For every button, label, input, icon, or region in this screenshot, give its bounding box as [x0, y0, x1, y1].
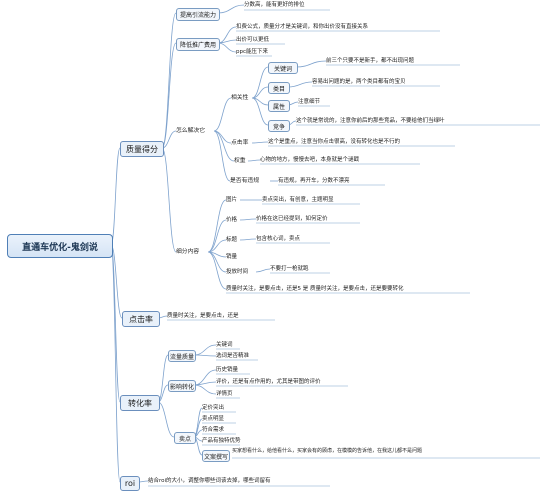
- node-rel-attr[interactable]: 属性: [268, 100, 290, 112]
- connector-line: [193, 369, 217, 386]
- leaf-rel-attr: 注意细节: [298, 99, 321, 105]
- connector-line: [161, 12, 177, 149]
- leaf-rel-keyword: 前三个只要不是新手，都不出现问题: [326, 58, 415, 64]
- leaf-raise: 分数高，能有更好的排位: [244, 2, 305, 8]
- leaf-d-title: 包含核心词，卖点: [256, 236, 301, 242]
- leaf-influence-2: 评价，还是有点作用的，尤其是带图的评价: [216, 379, 321, 385]
- connector-line: [217, 39, 237, 44]
- node-rel-compete[interactable]: 竞争: [268, 120, 290, 132]
- node-d-summary[interactable]: 质量时关注，是要点击，还是5 是 质量时关注，是要点击，还是要要转化: [226, 286, 404, 292]
- branch-roi[interactable]: roi: [120, 476, 140, 491]
- connector-line: [193, 344, 217, 356]
- node-how-to-solve[interactable]: 怎么解决它: [176, 128, 205, 134]
- connector-line: [239, 238, 257, 241]
- leaf-click: 这个是重点，注意当你点击很高，没有转化也是不行的: [268, 139, 401, 145]
- connector-line: [251, 97, 269, 126]
- leaf-selling-4: 产品有独特优势: [202, 438, 241, 444]
- leaf-copywriting: 买家想看什么，给他看什么，买家会有的顾虑，在模模的告诉他，在我这儿都不是问题: [232, 448, 423, 454]
- branch-click-rate[interactable]: 点击率: [122, 311, 160, 327]
- node-copywriting[interactable]: 文案撰写: [202, 450, 230, 462]
- connector-line: [295, 60, 327, 68]
- node-click[interactable]: 点击率: [231, 140, 249, 146]
- node-rel-category[interactable]: 类目: [268, 82, 290, 94]
- connector-line: [207, 251, 227, 290]
- connector-line: [251, 86, 269, 99]
- leaf-weight: 心物的地方，慢慢去吧，本身就是个谜戳: [260, 157, 360, 163]
- node-d-time[interactable]: 投放时间: [226, 269, 249, 275]
- connector-line: [207, 219, 227, 253]
- leaf-influence-3: 详情页: [216, 391, 233, 397]
- leaf-reduce-3: ppc能压下来: [236, 49, 269, 55]
- branch-quality-score[interactable]: 质量得分: [120, 141, 164, 157]
- node-raise-traffic[interactable]: 提高引流能力: [176, 8, 220, 21]
- leaf-violation: 有违规，再开车，分数不漂亮: [278, 178, 350, 184]
- node-weight[interactable]: 权重: [234, 158, 246, 164]
- node-d-title[interactable]: 标题: [226, 237, 238, 243]
- leaf-rel-compete: 这个就是常说的，注意你前后的那些竞品，不要给他们当绿叶: [296, 118, 445, 124]
- connector-line: [161, 147, 177, 253]
- connector-line: [207, 199, 227, 253]
- connector-line: [217, 26, 237, 44]
- connector-line: [217, 42, 237, 53]
- leaf-ctr: 质量时关注，是要点击，还是: [167, 313, 239, 319]
- node-traffic-quality[interactable]: 流量质量: [168, 350, 196, 362]
- connector-line: [287, 81, 313, 88]
- connector-line: [239, 218, 257, 221]
- leaf-roi: 结合roi的大小，调整你哪些词该去掉，哪些词留有: [148, 478, 271, 484]
- connector-line: [193, 381, 217, 386]
- leaf-reduce-1: 扣费公式，质量分才是关键词，和你出价没有直接关系: [236, 24, 369, 30]
- connector-line: [193, 384, 217, 395]
- node-rel-keyword[interactable]: 关键词: [268, 62, 298, 74]
- connector-line: [110, 147, 121, 246]
- connector-line: [255, 268, 271, 273]
- node-detail-content[interactable]: 细分内容: [176, 249, 200, 255]
- connector-line: [207, 239, 227, 253]
- node-reduce-cost[interactable]: 降低推广费用: [176, 38, 220, 51]
- leaf-selling-1: 定价突出: [202, 405, 225, 411]
- connector-line: [217, 4, 245, 14]
- leaf-reduce-2: 出价可以更低: [236, 37, 270, 43]
- leaf-traffic-1: 关键词: [216, 342, 233, 348]
- connector-line: [251, 141, 269, 144]
- connector-line: [157, 354, 169, 403]
- branch-conversion-rate[interactable]: 转化率: [120, 395, 160, 411]
- leaf-selling-2: 卖点明显: [202, 416, 225, 422]
- node-d-image[interactable]: 图片: [226, 197, 238, 203]
- root-node[interactable]: 直通车优化-鬼剑说: [7, 234, 113, 258]
- leaf-influence-1: 历史销量: [216, 367, 239, 373]
- leaf-rel-category: 容易出问题的是，两个类目都有的宝贝: [312, 79, 406, 85]
- connector-line: [213, 130, 231, 182]
- leaf-traffic-2: 选词是否精准: [216, 353, 250, 359]
- node-selling-point[interactable]: 卖点: [174, 432, 196, 444]
- connector-line: [110, 244, 121, 483]
- node-relevance[interactable]: 相关性: [231, 95, 249, 101]
- node-d-sales[interactable]: 销量: [226, 254, 238, 260]
- connector-line: [157, 401, 175, 438]
- leaf-selling-3: 符合需求: [202, 427, 225, 433]
- connector-line: [251, 66, 269, 99]
- connector-line: [213, 130, 235, 162]
- node-violation[interactable]: 是否有违规: [230, 178, 259, 184]
- connector-line: [247, 159, 261, 162]
- node-influence[interactable]: 影响转化: [168, 380, 196, 392]
- connector-line: [213, 97, 232, 132]
- leaf-d-image: 卖点突出，有创意，主题明显: [262, 197, 334, 203]
- node-d-price[interactable]: 价格: [226, 217, 238, 223]
- connector-line: [193, 354, 217, 357]
- leaf-d-time: 不要打一枪就跑: [270, 266, 309, 272]
- leaf-d-price: 价格在这已经提到，如何定价: [256, 216, 328, 222]
